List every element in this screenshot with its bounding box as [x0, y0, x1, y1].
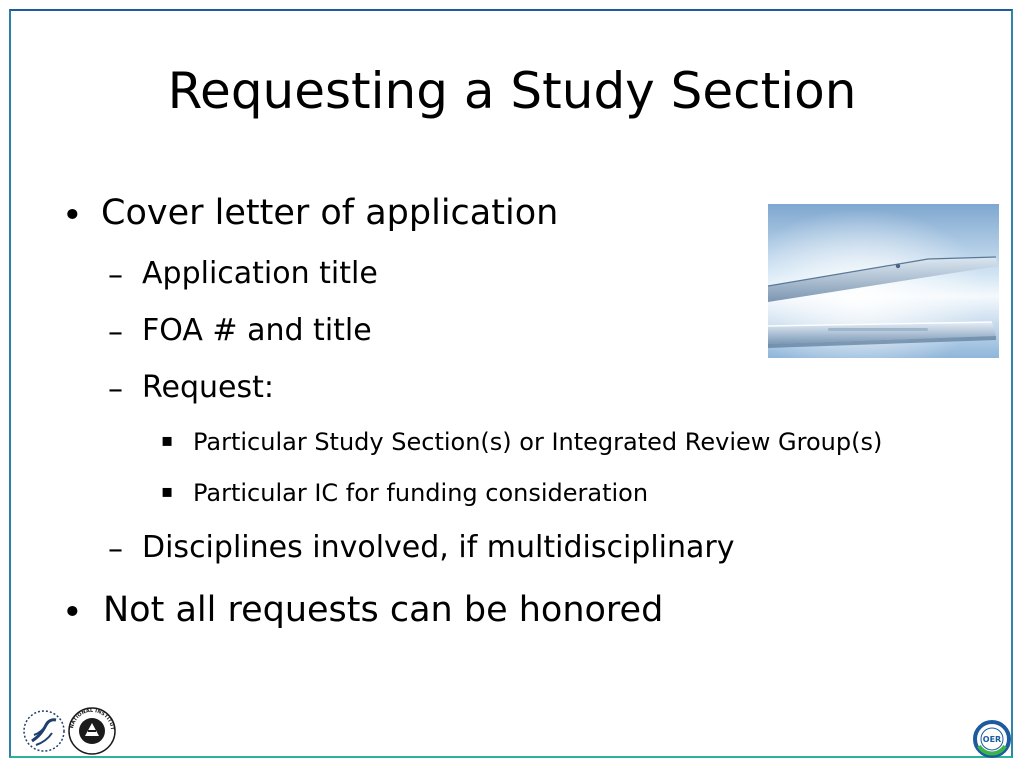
laptop-photo [768, 204, 999, 358]
slide-border [9, 9, 1013, 758]
bullet-ic-funding: Particular IC for funding consideration [193, 479, 649, 507]
bullet-request: Request: [142, 370, 274, 405]
oer-logo-text: OER [983, 735, 1001, 744]
dash-marker: – [108, 372, 123, 407]
oer-logo: OER [973, 720, 1011, 758]
bullet-marker: • [62, 196, 83, 236]
bullet-application-title: Application title [142, 256, 378, 291]
bullet-foa: FOA # and title [142, 313, 372, 348]
dash-marker: – [108, 315, 123, 350]
dash-marker: – [108, 532, 123, 567]
dash-marker: – [108, 258, 123, 293]
bullet-disciplines: Disciplines involved, if multidisciplina… [142, 530, 735, 565]
bullet-not-all-requests: Not all requests can be honored [103, 590, 664, 630]
square-marker: ▪ [161, 430, 174, 451]
slide-title: Requesting a Study Section [167, 62, 857, 120]
square-marker: ▪ [161, 481, 174, 502]
bullet-study-section: Particular Study Section(s) or Integrate… [193, 428, 883, 456]
hhs-logo [22, 707, 66, 755]
nih-logo: NATIONAL INSTITUTES OF HEALTH [65, 702, 117, 756]
bullet-cover-letter: Cover letter of application [101, 193, 559, 233]
bullet-marker: • [62, 593, 83, 633]
